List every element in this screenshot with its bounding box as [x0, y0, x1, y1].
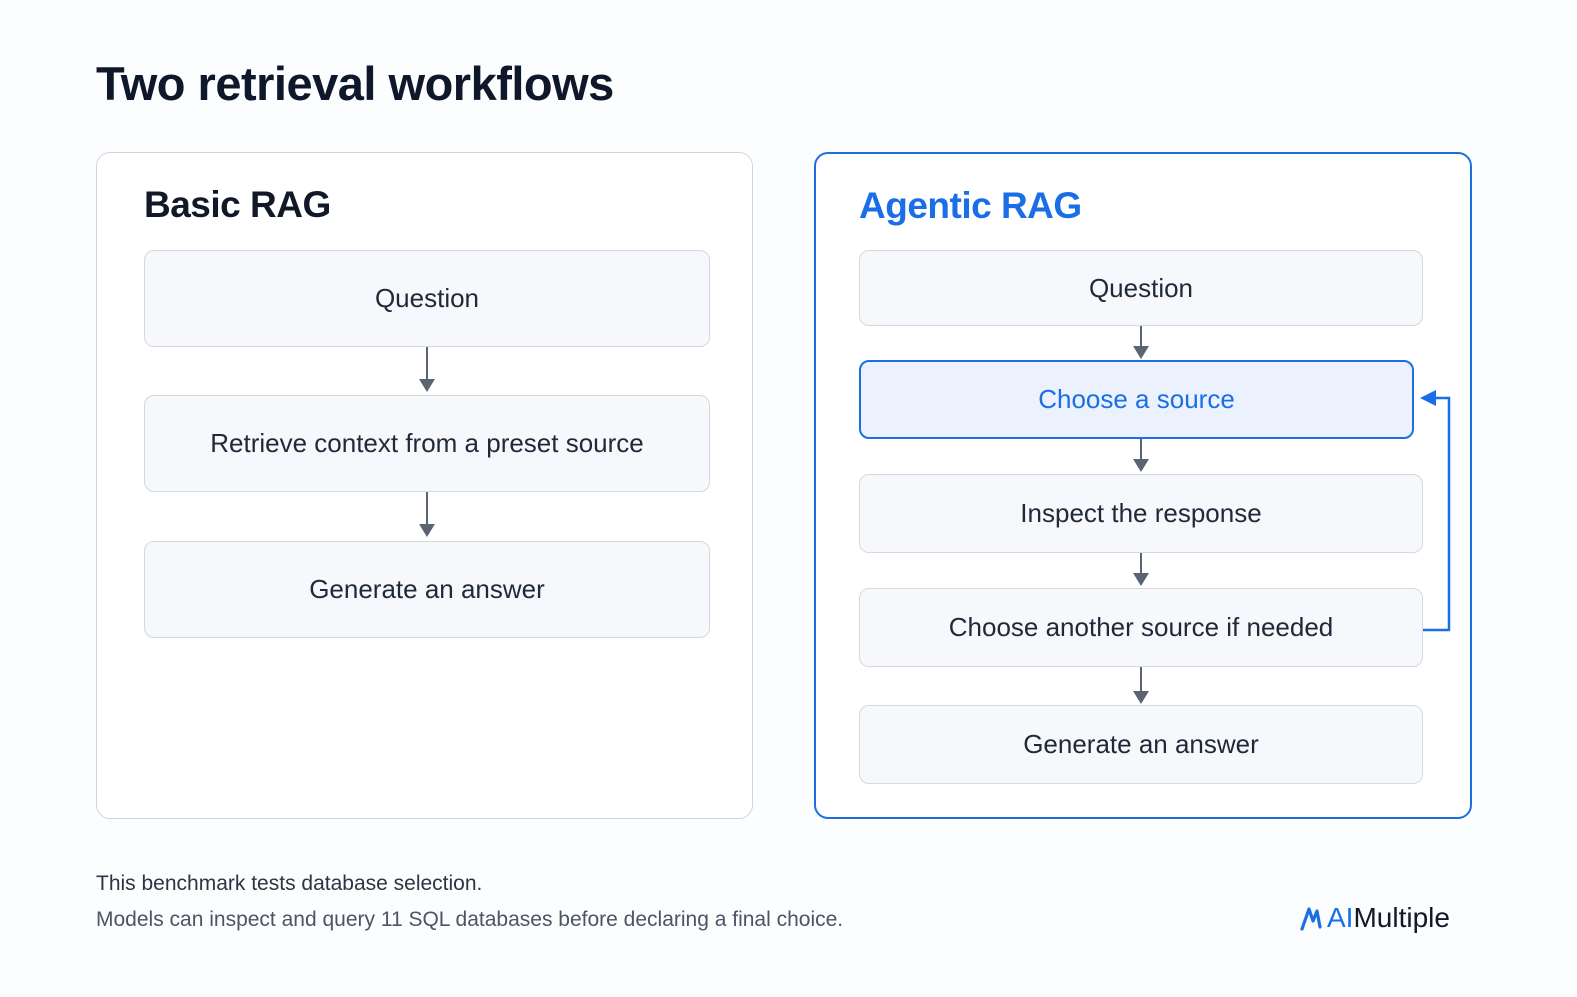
brand-name: Multiple	[1353, 902, 1450, 933]
footer-line-2: Models can inspect and query 11 SQL data…	[96, 908, 844, 931]
agentic-step-generate: Generate an answer	[859, 705, 1423, 784]
page-title: Two retrieval workflows	[96, 57, 614, 110]
agentic-step-choose-source: Choose a source	[859, 360, 1414, 439]
basic-step-question: Question	[144, 250, 710, 347]
basic-step-retrieve: Retrieve context from a preset source	[144, 395, 710, 492]
basic-step-generate: Generate an answer	[144, 541, 710, 638]
agentic-step-question: Question	[859, 250, 1423, 326]
agentic-arrow-3	[1131, 553, 1151, 587]
brand-prefix: AI	[1327, 902, 1354, 933]
aimultiple-logo-icon	[1300, 907, 1322, 931]
agentic-rag-title: Agentic RAG	[859, 185, 1082, 226]
agentic-arrow-1	[1131, 326, 1151, 360]
agentic-arrow-4	[1131, 667, 1151, 705]
agentic-arrow-2	[1131, 439, 1151, 473]
footer-line-1: This benchmark tests database selection.	[96, 872, 483, 895]
basic-arrow-2	[417, 492, 437, 538]
agentic-step-choose-another: Choose another source if needed	[859, 588, 1423, 667]
agentic-step-inspect: Inspect the response	[859, 474, 1423, 553]
basic-arrow-1	[417, 347, 437, 393]
basic-rag-title: Basic RAG	[144, 184, 331, 225]
loop-arrowhead-icon	[1420, 390, 1436, 406]
